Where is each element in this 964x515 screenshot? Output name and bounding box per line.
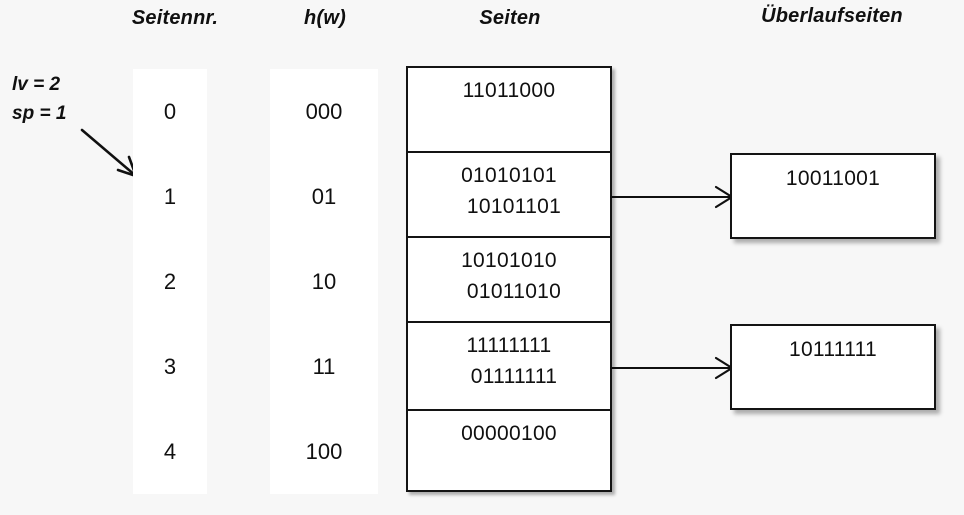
page-cell-1: 01010101 10101101 bbox=[408, 153, 610, 238]
list-item: 10 bbox=[311, 268, 337, 294]
column-seitennr: 0 1 2 3 4 bbox=[133, 69, 207, 494]
parameter-lv: lv = 2 bbox=[12, 74, 61, 95]
list-item: 4 bbox=[163, 438, 177, 464]
overflow-page-box-2: 10111111 bbox=[730, 324, 936, 410]
page-cell-2: 10101010 01011010 bbox=[408, 238, 610, 323]
list-item: 2 bbox=[163, 268, 177, 294]
page-cell-0: 11011000 bbox=[408, 68, 610, 153]
page-cell-4: 00000100 bbox=[408, 411, 610, 490]
parameter-sp: sp = 1 bbox=[12, 103, 67, 124]
column-header-ueberlaufseiten: Überlaufseiten bbox=[761, 5, 903, 27]
hash-parameters: lv = 2 sp = 1 bbox=[12, 70, 122, 128]
list-item: 000 bbox=[305, 98, 343, 124]
overflow-page-box-1: 10011001 bbox=[730, 153, 936, 239]
record: 10101101 bbox=[466, 195, 562, 218]
record: 10101010 bbox=[461, 249, 557, 272]
column-hash-values: 000 01 10 11 100 bbox=[270, 69, 378, 494]
record: 01010101 bbox=[461, 164, 557, 187]
record: 00000100 bbox=[461, 422, 557, 445]
record: 10011001 bbox=[785, 167, 881, 190]
right-arrow-icon bbox=[610, 356, 735, 380]
list-item: 11 bbox=[312, 353, 336, 379]
column-header-hw: h(w) bbox=[304, 7, 346, 29]
list-item: 1 bbox=[163, 183, 177, 209]
list-item: 100 bbox=[305, 438, 343, 464]
record: 11011000 bbox=[462, 79, 556, 102]
list-item: 01 bbox=[311, 183, 337, 209]
record: 10111111 bbox=[788, 338, 878, 361]
list-item: 0 bbox=[163, 98, 177, 124]
right-arrow-icon bbox=[610, 185, 735, 209]
record: 11111111 bbox=[466, 334, 552, 357]
page-cell-3: 11111111 01111111 bbox=[408, 323, 610, 411]
primary-pages-box: 11011000 01010101 10101101 10101010 0101… bbox=[406, 66, 612, 492]
record: 01011010 bbox=[466, 280, 562, 303]
column-header-seitennr: Seitennr. bbox=[131, 7, 219, 29]
record: 01111111 bbox=[470, 365, 558, 388]
column-header-seiten: Seiten bbox=[479, 7, 541, 29]
list-item: 3 bbox=[163, 353, 177, 379]
